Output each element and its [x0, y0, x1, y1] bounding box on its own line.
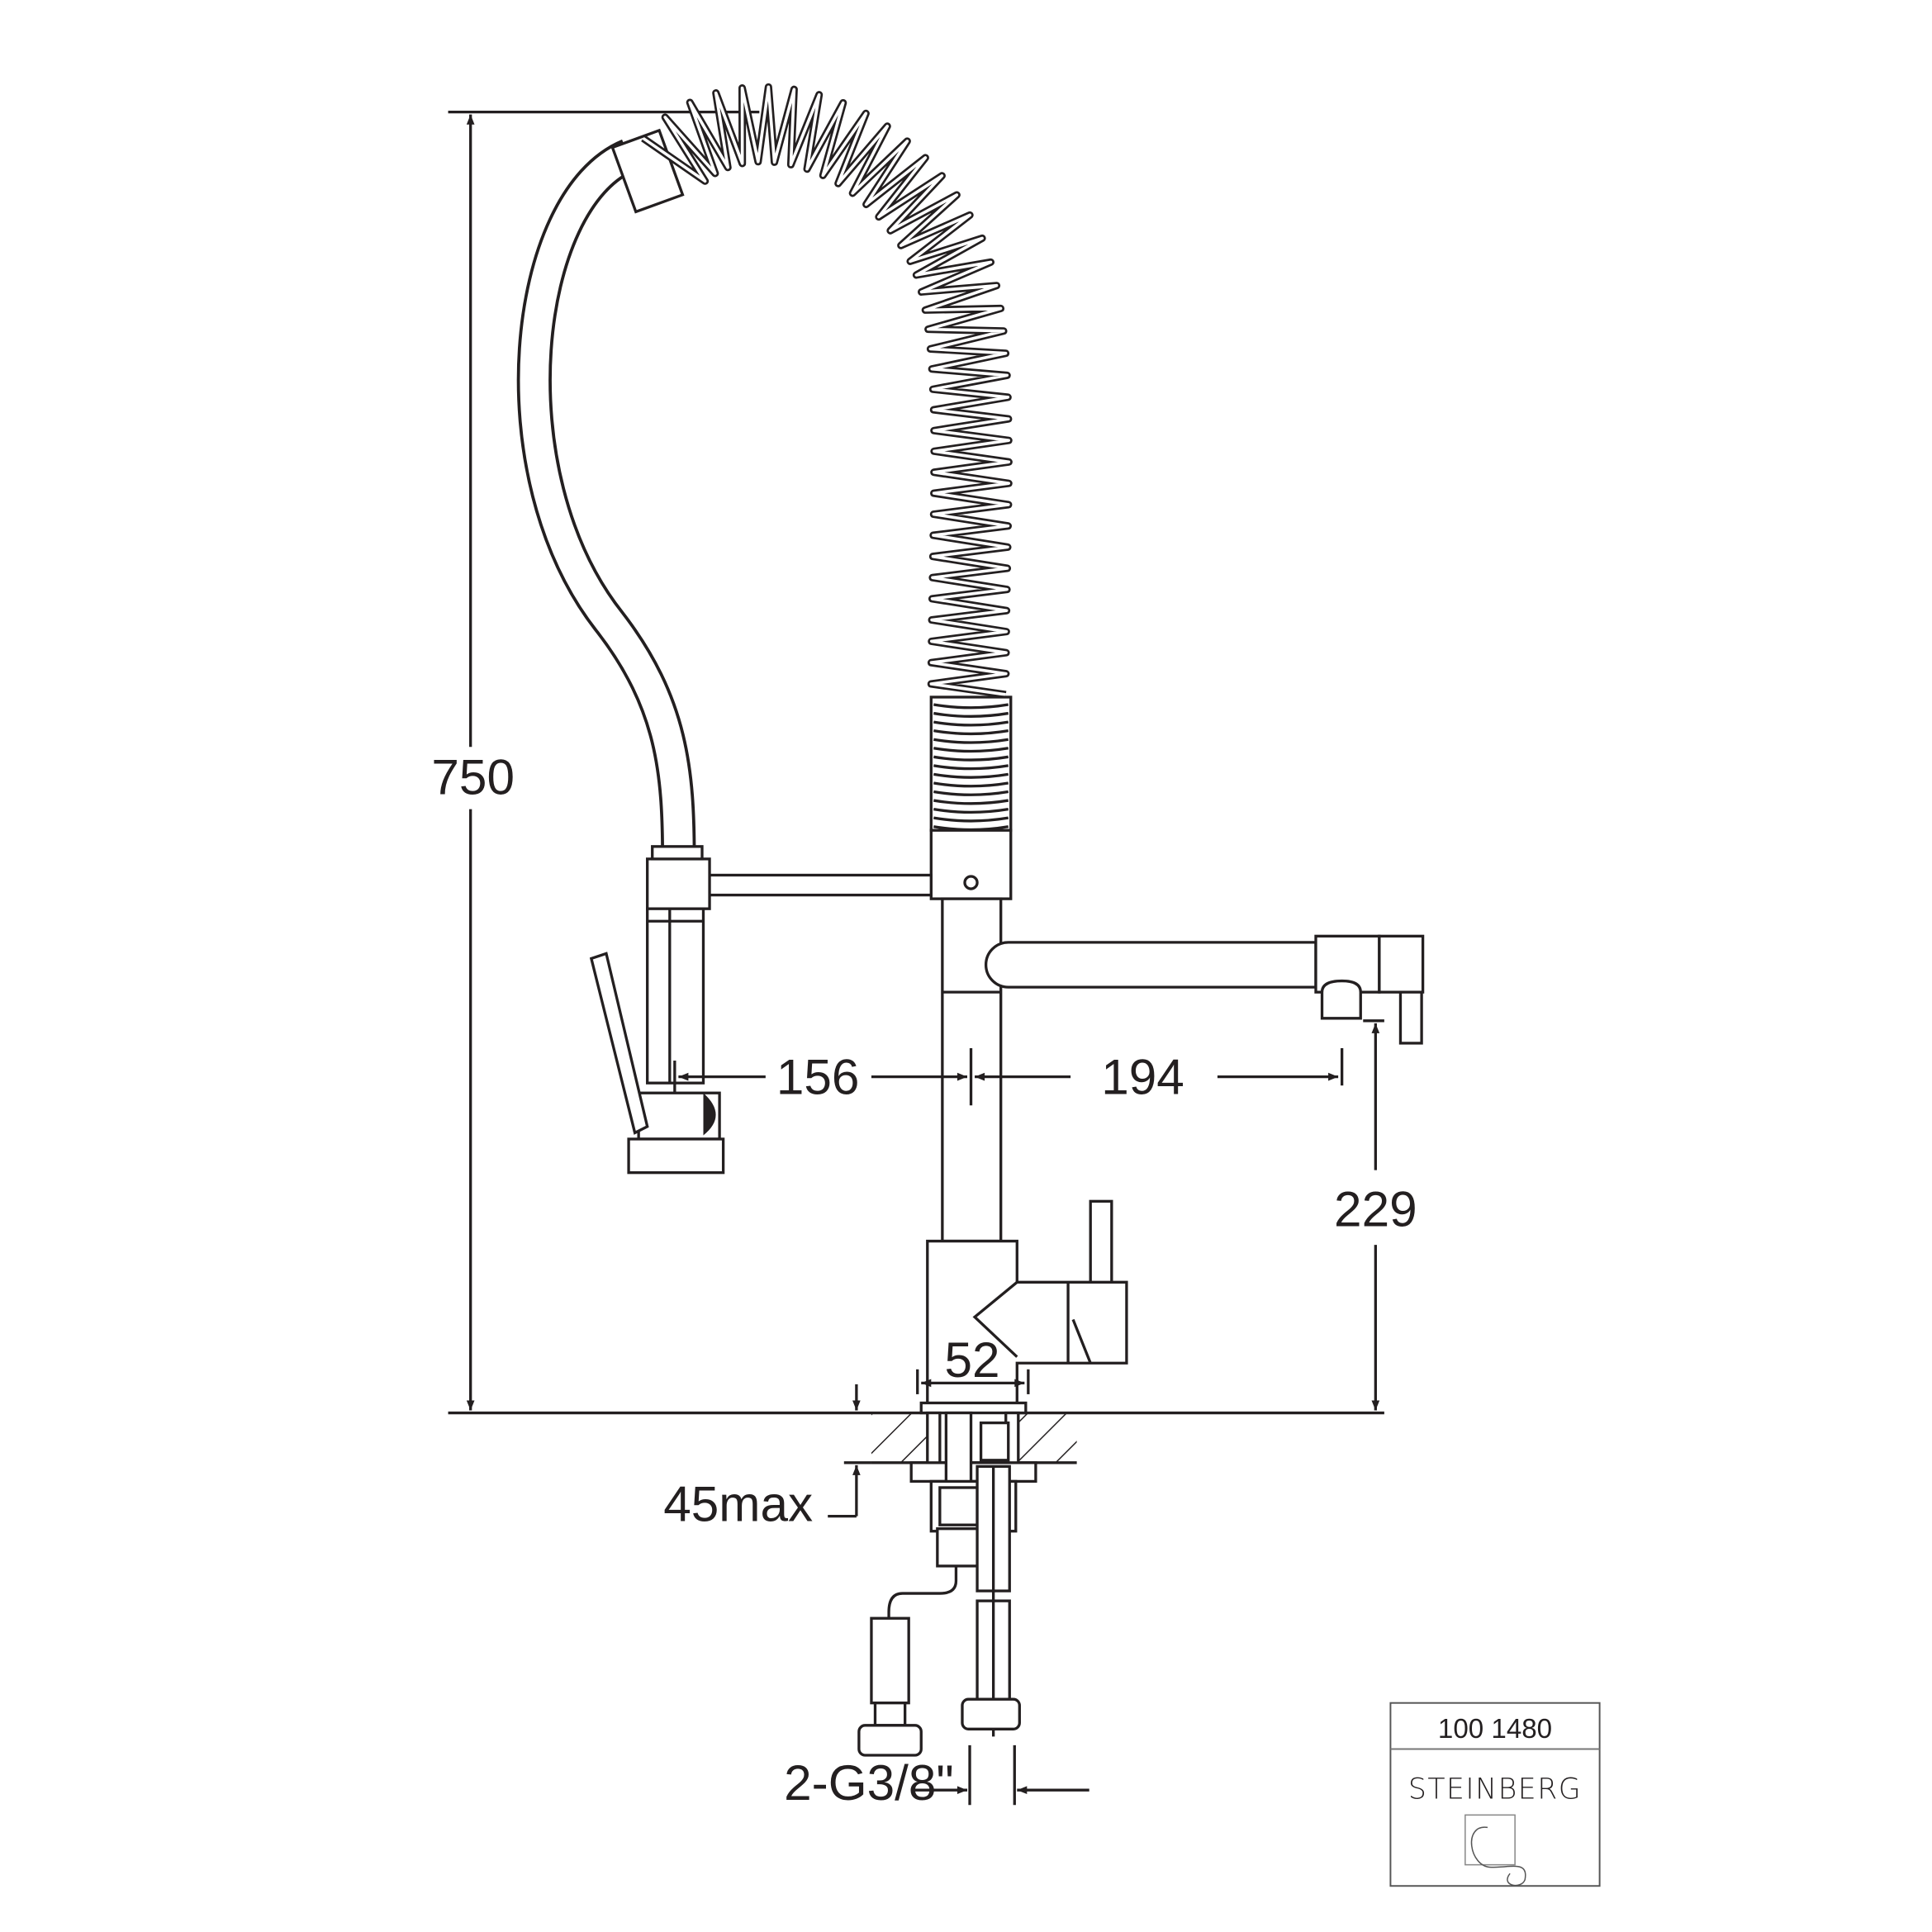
- coil-turn: [933, 781, 1009, 788]
- dimension-194: 194: [1101, 1049, 1184, 1105]
- coil-turn: [933, 755, 1009, 762]
- dimension-45max: 45max: [663, 1476, 813, 1532]
- coil-turn: [933, 764, 1009, 771]
- reach-dimensions: 156 194: [673, 1047, 1344, 1106]
- brand-name: STEINBERG: [1408, 1773, 1582, 1806]
- spring-coil: [641, 83, 1013, 699]
- dimension-156: 156: [776, 1049, 860, 1105]
- coil-turn: [933, 772, 1009, 779]
- coil-turn: [933, 747, 1009, 753]
- set-screw: [963, 875, 979, 890]
- coil-turn: [933, 807, 1009, 814]
- title-block: 100 1480 STEINBERG: [1389, 1702, 1601, 1887]
- base-dimension: 52: [916, 1332, 1030, 1394]
- sprayer-holder: [589, 845, 933, 1175]
- mixer-lever: [1089, 1199, 1113, 1284]
- coil-turn: [933, 799, 1009, 805]
- sprayer-lever: [589, 952, 649, 1135]
- coil-turn: [933, 816, 1009, 823]
- brand-logo-icon: [1464, 1814, 1526, 1887]
- sprayer-hose: [516, 139, 696, 859]
- coil-turn: [933, 738, 1009, 744]
- spout-height-dimension: 229: [1334, 1019, 1417, 1411]
- dimension-229: 229: [1334, 1180, 1417, 1237]
- coil-turn: [933, 703, 1009, 710]
- article-number: 100 1480: [1438, 1714, 1552, 1744]
- height-dimension: 750: [431, 110, 760, 1411]
- swivel-spout: [984, 934, 1425, 1045]
- counter-thickness-dimension: 45max: [663, 1384, 871, 1532]
- dimension-750: 750: [431, 749, 515, 805]
- coil-turn: [933, 729, 1009, 736]
- coil-turn: [933, 720, 1009, 727]
- dimension-52: 52: [945, 1332, 1000, 1388]
- dimension-connection: 2-G3/8": [784, 1754, 954, 1811]
- coil-wire: [642, 85, 1011, 696]
- supply-hoses: [857, 1464, 1021, 1757]
- spring-base: [929, 695, 1013, 832]
- connection-dimension: 2-G3/8": [784, 1744, 1089, 1811]
- coil-turn: [933, 711, 1009, 718]
- coil-turn: [933, 790, 1009, 796]
